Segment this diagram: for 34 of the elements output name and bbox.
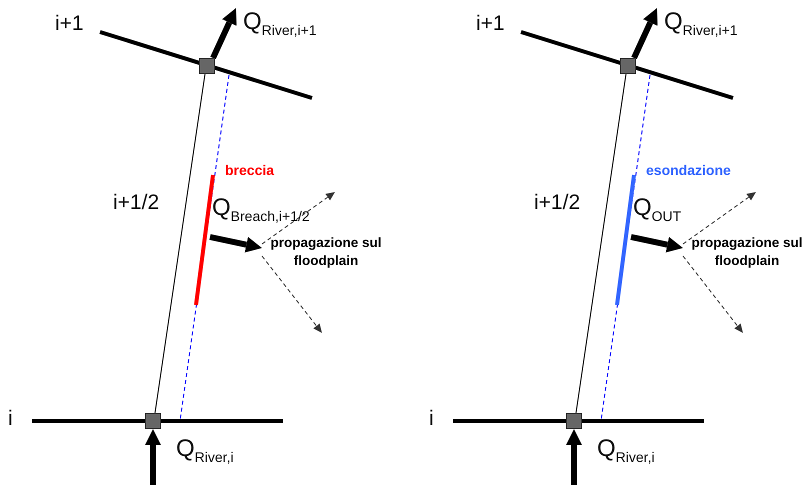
section-label: i xyxy=(8,408,13,429)
edge-label: Q$_{River,i}$ xyxy=(176,437,234,464)
section-label: i+1 xyxy=(55,13,84,34)
edge-label: Q$_{OUT}$ xyxy=(633,196,682,223)
connector-line xyxy=(576,74,626,414)
dashed-arrow xyxy=(262,256,322,333)
node-square xyxy=(145,413,161,429)
breach-segment xyxy=(615,173,636,307)
edge-label: i+1/2 xyxy=(113,192,160,213)
edge-label: i+1/2 xyxy=(534,192,580,213)
flow-arrow xyxy=(145,429,161,485)
node-square xyxy=(620,58,636,74)
node-square xyxy=(199,58,215,74)
dashed-arrow xyxy=(262,192,335,244)
propagation-label: propagazione sul floodplain xyxy=(683,228,811,274)
connector-line xyxy=(154,74,206,414)
edge-label: Q$_{River,i}$ xyxy=(597,437,655,464)
edge-label: Q$_{River,i+1}$ xyxy=(664,10,738,37)
flow-arrow xyxy=(566,429,582,485)
edge-label: Q$_{River,i+1}$ xyxy=(243,10,317,37)
node-square xyxy=(566,413,582,429)
dashed-arrow xyxy=(682,256,743,333)
section-label: i xyxy=(429,408,434,429)
propagation-label: propagazione sul floodplain xyxy=(262,228,390,274)
breach-segment xyxy=(194,173,215,307)
flow-arrow xyxy=(210,8,237,60)
breach-label: breccia xyxy=(225,163,274,177)
breach-label: esondazione xyxy=(646,163,731,177)
section-label: i+1 xyxy=(476,13,505,34)
edge-label: Q$_{Breach,i+1/2}$ xyxy=(212,196,310,223)
flow-arrow xyxy=(630,234,683,253)
flow-arrow xyxy=(631,8,658,60)
flow-arrow xyxy=(209,234,262,253)
dashed-arrow xyxy=(682,192,756,244)
